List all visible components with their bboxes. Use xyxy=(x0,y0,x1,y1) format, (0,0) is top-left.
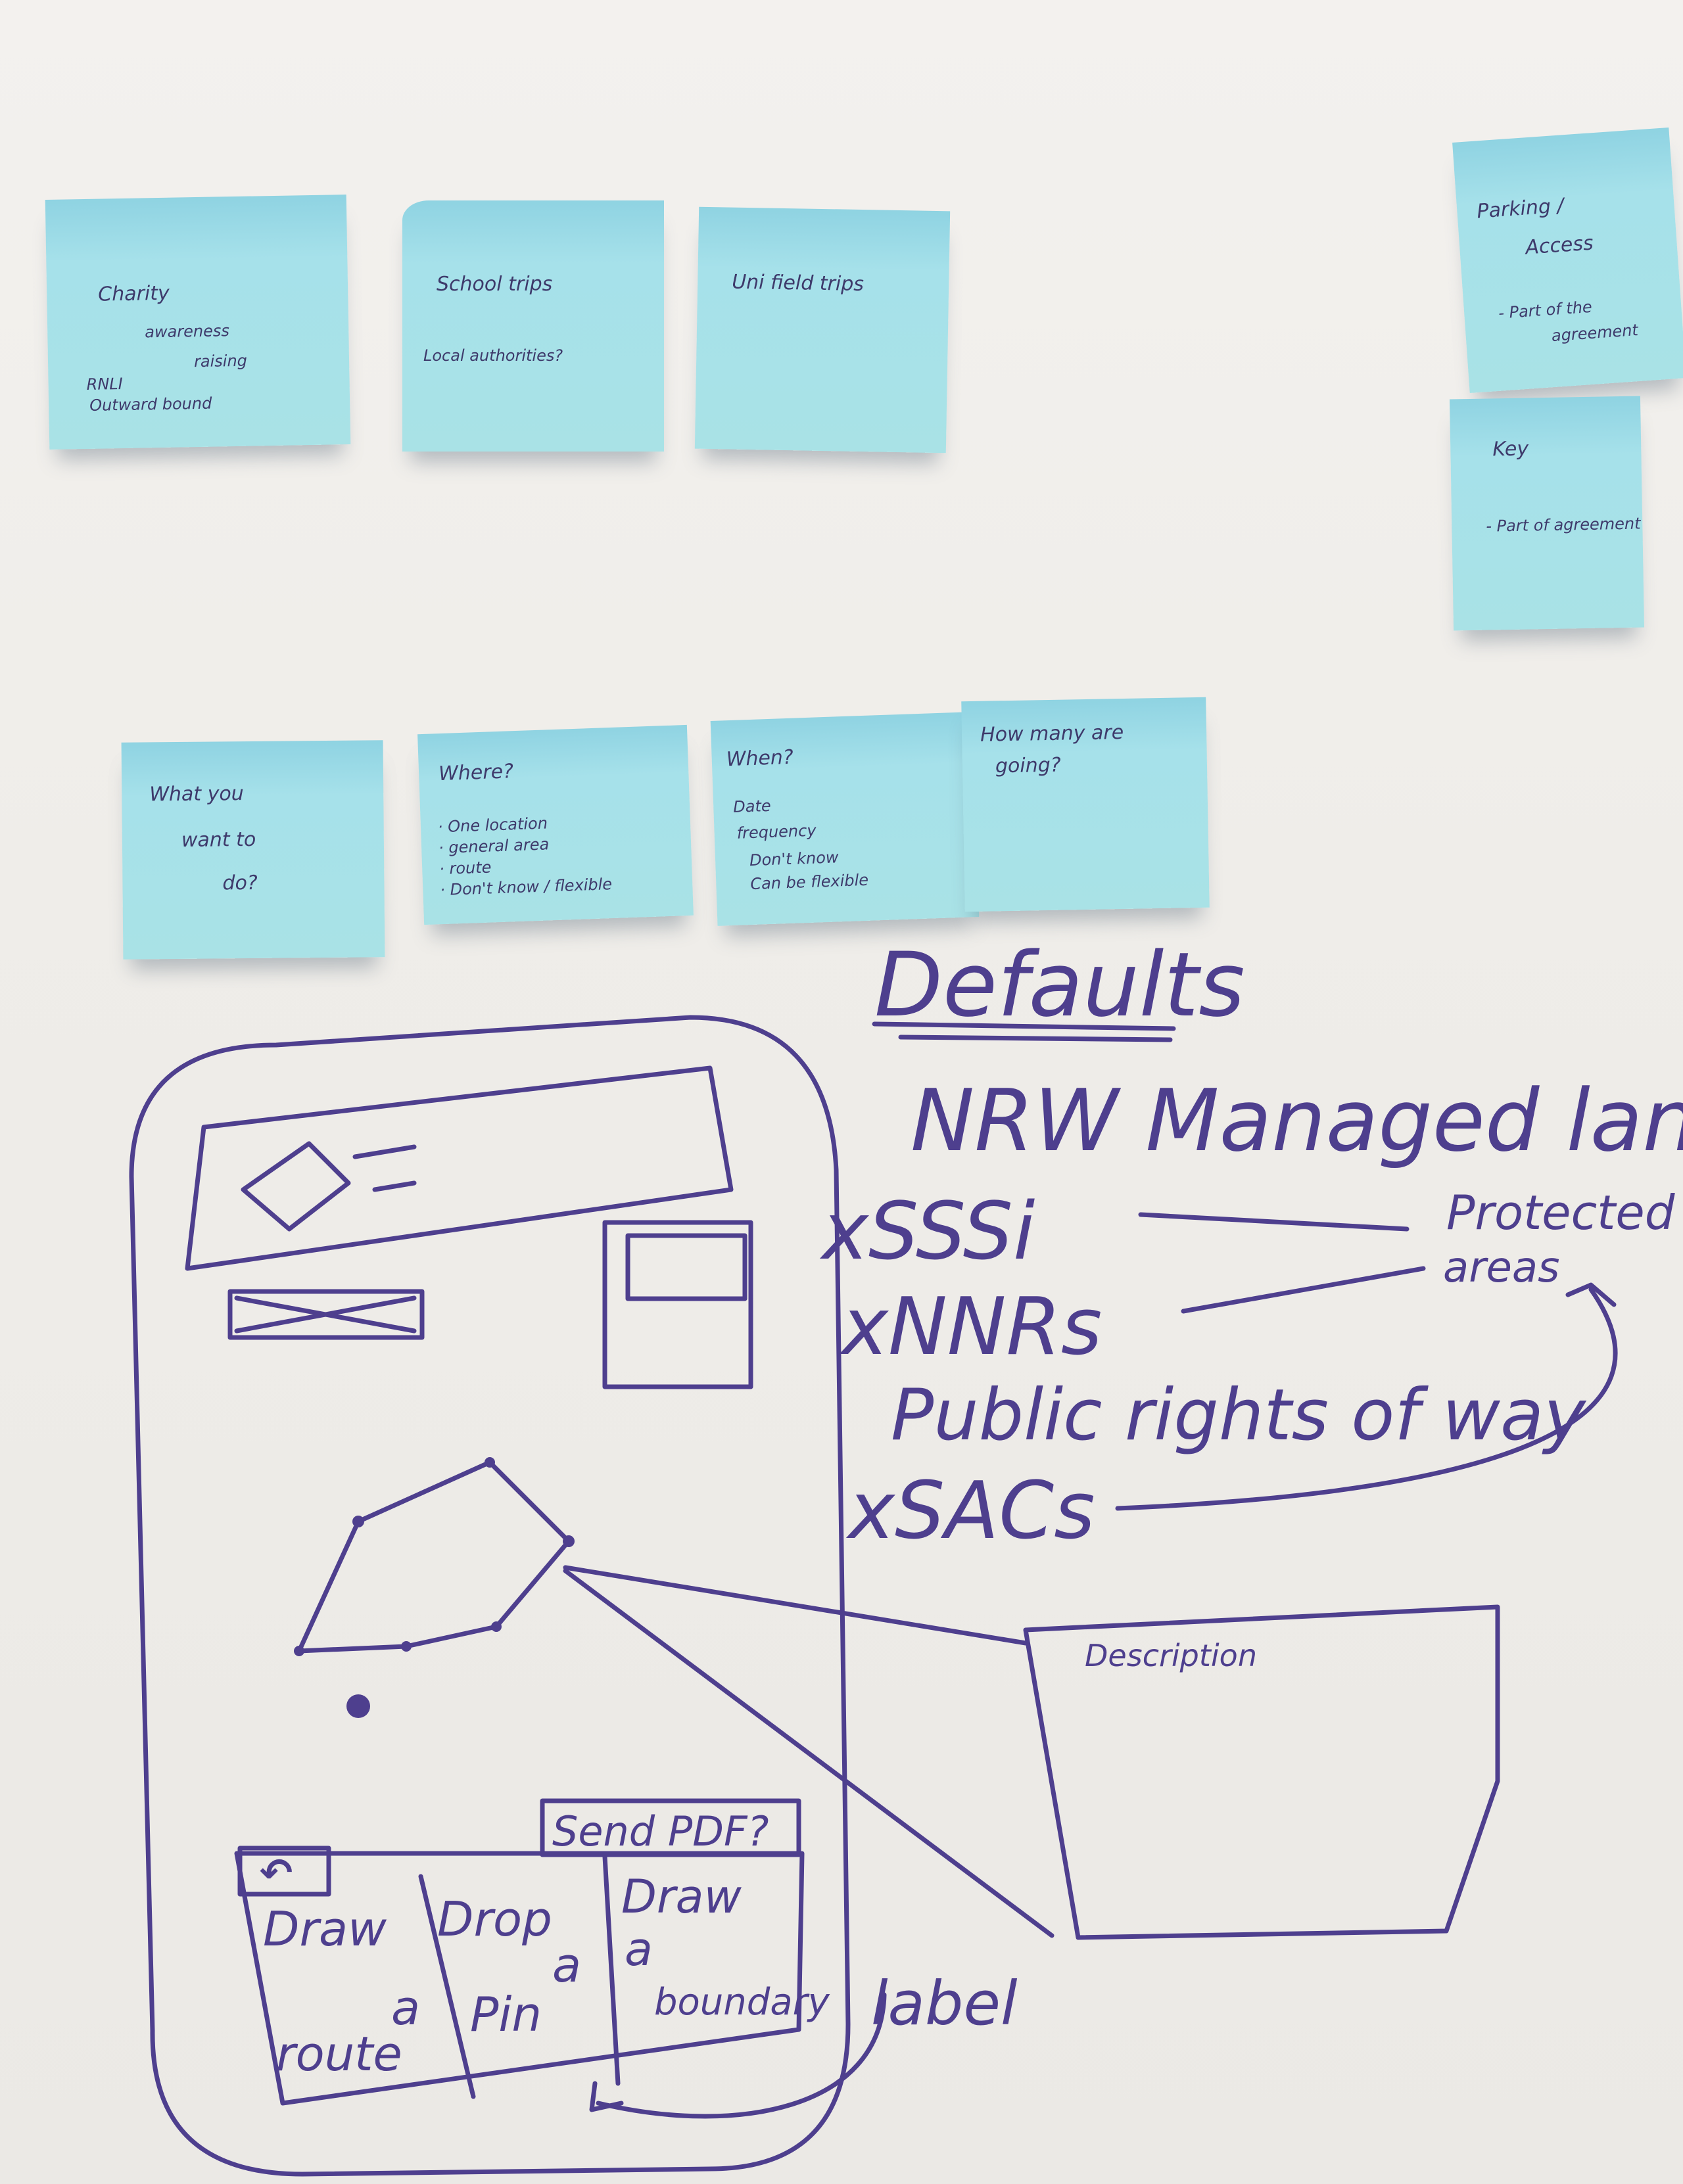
nnrs-text: xNNRs xyxy=(839,1282,1102,1373)
protected-text: Protected xyxy=(1446,1185,1676,1240)
label-annotation: label xyxy=(871,1968,1018,2039)
label-arrow xyxy=(589,1992,887,2119)
draw-route-label: Draw a route xyxy=(263,1901,435,2081)
undo-icon: ↶ xyxy=(260,1850,293,1896)
areas-text: areas xyxy=(1443,1243,1559,1292)
phone-outline xyxy=(129,1015,851,2177)
sssi-text: xSSSi xyxy=(819,1186,1035,1278)
logo-icon xyxy=(241,1141,351,1232)
link-arrow xyxy=(1115,1282,1618,1511)
send-pdf-button xyxy=(540,1798,801,1857)
description-box xyxy=(1023,1604,1500,1940)
app-header-bar xyxy=(185,1065,734,1271)
public-rights-of-way-text: Public rights of way xyxy=(891,1374,1587,1456)
map-pin-dot xyxy=(346,1694,370,1718)
description-label: Description xyxy=(1085,1638,1257,1673)
boundary-polygon xyxy=(296,1460,571,1654)
note-text: Local authorities? xyxy=(423,346,563,365)
draw-boundary-label: Draw a boundary xyxy=(621,1870,830,2024)
side-panel xyxy=(602,1220,753,1389)
drop-pin-label: Drop a Pin xyxy=(437,1892,596,2042)
defaults-heading: Defaults xyxy=(874,933,1245,1036)
note-text: School trips xyxy=(437,273,553,296)
sticky-note-school-trips: School trips Local authorities? xyxy=(402,200,664,452)
search-bar xyxy=(227,1289,425,1340)
sacs-text: xSACs xyxy=(845,1466,1095,1557)
nrw-managed-land-text: NRW Managed land xyxy=(911,1071,1683,1171)
undo-button xyxy=(237,1846,331,1897)
send-pdf-label: Send PDF? xyxy=(552,1807,769,1855)
